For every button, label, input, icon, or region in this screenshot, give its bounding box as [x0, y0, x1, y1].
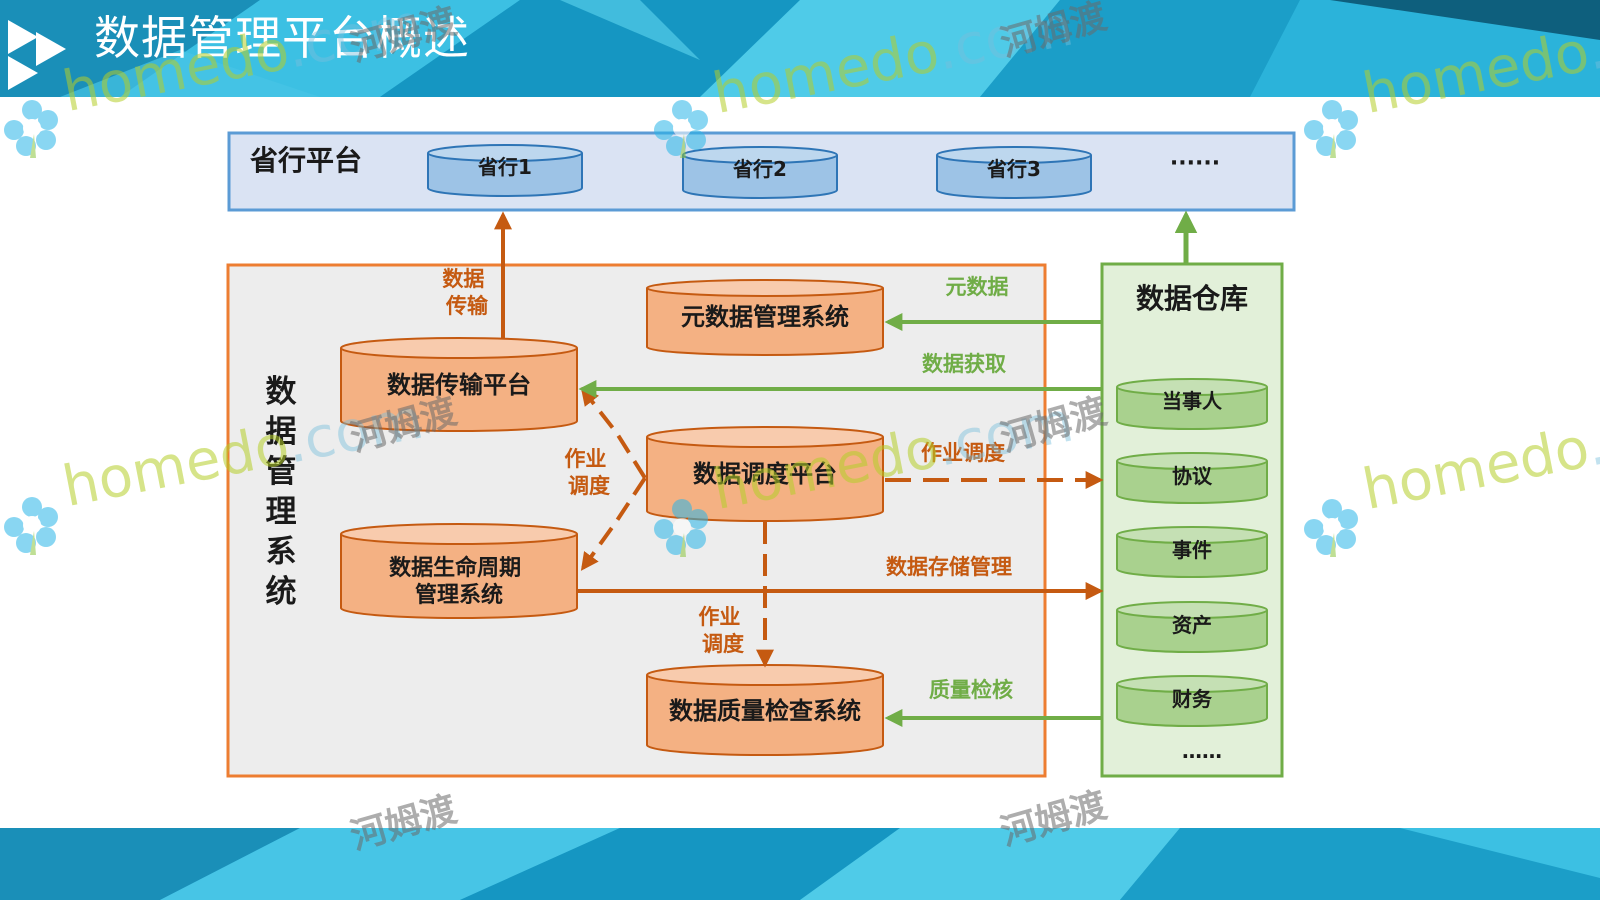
metadata-system-label: 元数据管理系统 — [681, 303, 849, 331]
warehouse-item-label: 事件 — [1172, 538, 1212, 562]
management-system-label-char: 数 — [266, 374, 297, 410]
edge-label-job-sched-down-line1: 作业 — [698, 605, 740, 629]
edge-label-job-sched-left-line2: 调度 — [568, 474, 610, 498]
management-system-label-char: 理 — [266, 494, 297, 530]
management-system-label-char: 统 — [266, 574, 297, 610]
quality-system-label: 数据质量检查系统 — [669, 697, 861, 725]
edge-label-metadata: 元数据 — [946, 275, 1009, 299]
warehouse-item-label: 财务 — [1172, 687, 1213, 711]
transfer-platform-label: 数据传输平台 — [387, 371, 531, 399]
edge-label-data-transfer: 数据 传输 — [442, 267, 491, 318]
edge-schedule-to-lifecycle — [580, 476, 647, 571]
warehouse-item-label: 资产 — [1172, 613, 1212, 637]
warehouse-item-agreement: 协议 — [1116, 452, 1268, 504]
warehouse-item-party: 当事人 — [1116, 378, 1268, 430]
play-icon — [8, 20, 66, 90]
province-platform-label: 省行平台 — [250, 144, 362, 177]
lifecycle-label-line2: 管理系统 — [415, 582, 503, 608]
management-system-label: 数据管理系统 — [266, 374, 297, 610]
warehouse-item-asset: 资产 — [1116, 601, 1268, 653]
edge-label-data-transfer-line2: 传输 — [445, 294, 489, 318]
edge-label-job-sched-right: 作业调度 — [921, 441, 1005, 465]
edge-label-job-sched-down: 作业 调度 — [698, 605, 747, 656]
scheduling-platform-label: 数据调度平台 — [693, 460, 837, 488]
bank-cylinder-2: 省行2 — [682, 146, 838, 199]
management-system-box — [226, 263, 1047, 778]
edge-label-quality-check: 质量检核 — [929, 678, 1013, 702]
bank-cylinder-1: 省行1 — [427, 144, 583, 197]
slide-title: 数据管理平台概述 — [94, 11, 470, 65]
warehouse-ellipsis: …… — [1182, 739, 1222, 763]
metadata-system-node: 元数据管理系统 — [646, 279, 884, 356]
warehouse-item-finance: 财务 — [1116, 675, 1268, 727]
edge-label-data-fetch: 数据获取 — [922, 352, 1006, 376]
quality-system-node: 数据质量检查系统 — [646, 664, 884, 756]
warehouse-item-label: 协议 — [1172, 464, 1213, 488]
lifecycle-label-line1: 数据生命周期 — [389, 555, 521, 581]
transfer-platform-node: 数据传输平台 — [340, 337, 578, 432]
edge-label-job-sched-left: 作业 调度 — [564, 447, 613, 498]
bank-label-1: 省行1 — [477, 155, 532, 179]
edge-schedule-to-transfer-and-lifecycle — [580, 387, 647, 480]
lifecycle-system-label: 数据生命周期 管理系统 — [389, 555, 529, 608]
management-system-label-char: 据 — [266, 414, 297, 450]
edge-label-job-sched-left-line1: 作业 — [564, 447, 606, 471]
bank-label-2: 省行2 — [732, 157, 787, 181]
edge-label-data-transfer-line1: 数据 — [442, 267, 484, 291]
warehouse-item-label: 当事人 — [1162, 389, 1223, 413]
edge-label-storage-mgmt: 数据存储管理 — [886, 555, 1012, 579]
warehouse-label: 数据仓库 — [1136, 282, 1248, 315]
management-system-label-char: 系 — [266, 534, 297, 570]
footer-band — [0, 828, 1600, 900]
management-system-label-char: 管 — [266, 454, 297, 490]
warehouse-item-event: 事件 — [1116, 526, 1268, 578]
lifecycle-system-node: 数据生命周期 管理系统 — [340, 523, 578, 619]
edge-label-job-sched-down-line2: 调度 — [702, 632, 744, 656]
header-band — [0, 0, 1600, 97]
bank-ellipsis: ······ — [1170, 151, 1220, 176]
bank-label-3: 省行3 — [986, 157, 1041, 181]
bank-cylinder-3: 省行3 — [936, 146, 1092, 199]
scheduling-platform-node: 数据调度平台 — [646, 426, 884, 522]
